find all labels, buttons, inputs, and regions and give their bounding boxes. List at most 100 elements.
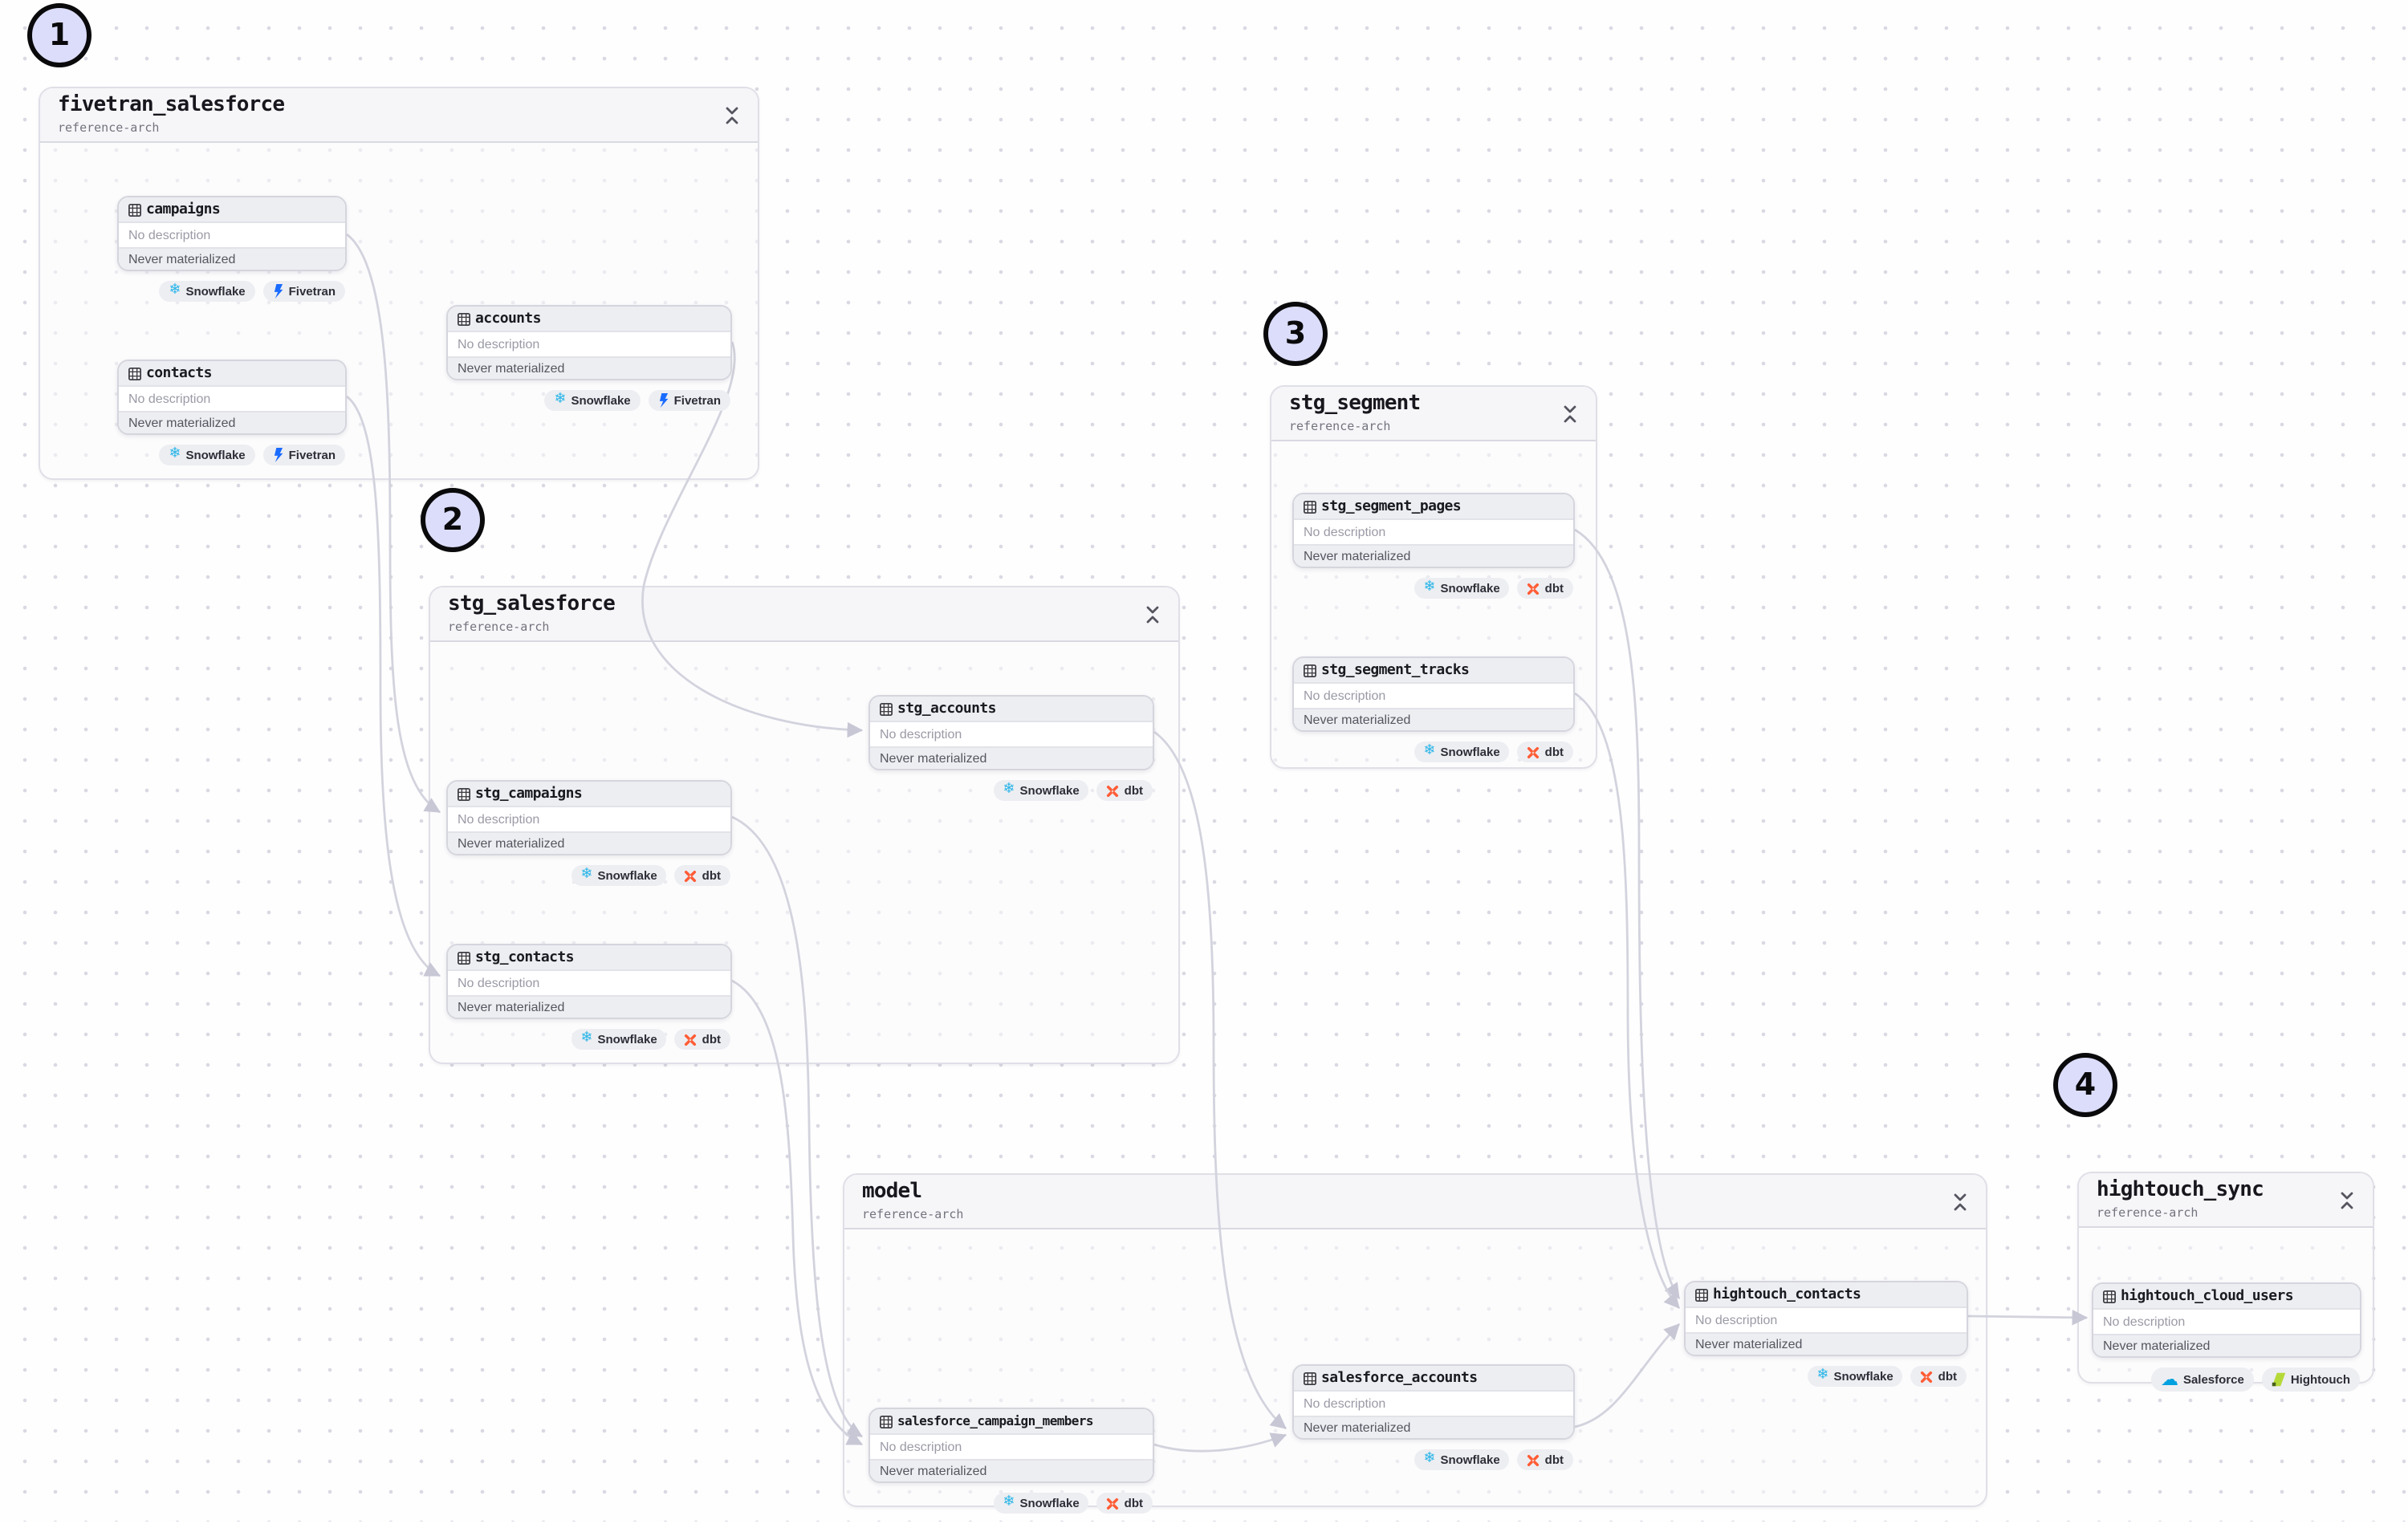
table-materialization: Never materialized: [2093, 1334, 2360, 1356]
dbt-icon: [1527, 746, 1540, 758]
table-node-stg-segment-tracks[interactable]: stg_segment_tracks No description Never …: [1292, 656, 1575, 762]
collapse-vertical-icon[interactable]: [2339, 1190, 2355, 1209]
badge-snowflake: ❄Snowflake: [1413, 742, 1510, 762]
collapse-vertical-icon[interactable]: [1952, 1192, 1968, 1211]
collapse-vertical-icon[interactable]: [724, 105, 740, 124]
table-node-accounts[interactable]: accounts No description Never materializ…: [446, 305, 732, 411]
badge-snowflake: ❄Snowflake: [1413, 1449, 1510, 1470]
table-node-salesforce-accounts[interactable]: salesforce_accounts No description Never…: [1292, 1364, 1575, 1470]
badge-salesforce: ☁ Salesforce: [2150, 1367, 2254, 1392]
table-name: stg_contacts: [475, 949, 574, 965]
group-subtitle: reference-arch: [2097, 1205, 2199, 1220]
badge-label: Salesforce: [2182, 1372, 2244, 1387]
badge-label: Snowflake: [1440, 581, 1500, 595]
table-description: No description: [1695, 1313, 1778, 1327]
group-header: stg_segment reference-arch: [1271, 387, 1596, 441]
group-title: model: [862, 1180, 922, 1205]
badge-label: Fivetran: [288, 448, 336, 462]
badge-label: Snowflake: [185, 284, 246, 299]
badge-snowflake: ❄ Snowflake: [544, 390, 641, 411]
collapse-vertical-icon[interactable]: [1562, 404, 1578, 423]
badge-snowflake: ❄Snowflake: [993, 1493, 1089, 1514]
badge-label: Hightouch: [2290, 1372, 2350, 1387]
badge-snowflake: ❄Snowflake: [571, 1029, 667, 1050]
badge-label: Snowflake: [1833, 1369, 1893, 1384]
table-description: No description: [880, 727, 962, 742]
table-node-salesforce-campaign-members[interactable]: salesforce_campaign_members No descripti…: [868, 1408, 1154, 1514]
dbt-icon: [1107, 1497, 1120, 1510]
snowflake-icon: ❄: [169, 282, 181, 299]
group-header: model reference-arch: [844, 1175, 1986, 1229]
table-description: No description: [458, 812, 540, 827]
badge-label: Snowflake: [1440, 745, 1500, 759]
table-name: stg_campaigns: [475, 786, 583, 802]
table-materialization: Never materialized: [119, 247, 345, 270]
table-description: No description: [1304, 689, 1386, 703]
annotation-circle-1: 1: [27, 3, 92, 67]
badge-label: dbt: [1938, 1369, 1957, 1384]
badge-label: dbt: [1544, 581, 1564, 595]
badge-label: dbt: [1544, 1453, 1564, 1467]
badge-snowflake: ❄Snowflake: [993, 780, 1089, 801]
table-description: No description: [458, 337, 540, 351]
table-node-campaigns[interactable]: campaigns No description Never materiali…: [117, 196, 347, 302]
group-subtitle: reference-arch: [58, 120, 160, 135]
edge-contacts-stg_contacts: [346, 395, 441, 977]
badge-snowflake: ❄Snowflake: [159, 445, 255, 465]
collapse-vertical-icon[interactable]: [1145, 604, 1161, 624]
table-icon: [458, 787, 470, 800]
badge-dbt: dbt: [1517, 1449, 1573, 1470]
table-materialization: Never materialized: [870, 746, 1153, 769]
annotation-circle-2: 2: [421, 488, 485, 552]
table-icon: [880, 702, 893, 715]
table-description: No description: [1304, 525, 1386, 539]
table-node-hightouch-cloud-users[interactable]: hightouch_cloud_users No description Nev…: [2092, 1282, 2361, 1392]
table-node-stg-segment-pages[interactable]: stg_segment_pages No description Never m…: [1292, 493, 1575, 599]
salesforce-icon: ☁: [2160, 1369, 2178, 1390]
snowflake-icon: ❄: [580, 1030, 593, 1046]
badge-label: Snowflake: [597, 868, 657, 883]
badge-fivetran: Fivetran: [262, 281, 345, 302]
table-node-contacts[interactable]: contacts No description Never materializ…: [117, 360, 347, 465]
table-name: hightouch_contacts: [1713, 1286, 1861, 1302]
table-icon: [458, 312, 470, 325]
dbt-icon: [685, 869, 698, 882]
badge-label: Snowflake: [571, 393, 631, 408]
annotation-circle-3: 3: [1263, 302, 1328, 366]
table-name: salesforce_accounts: [1321, 1370, 1478, 1386]
table-node-stg-contacts[interactable]: stg_contacts No description Never materi…: [446, 944, 732, 1050]
badge-label: Snowflake: [1019, 1496, 1080, 1510]
fivetran-icon: [273, 448, 284, 462]
badge-snowflake: ❄Snowflake: [1413, 578, 1510, 599]
table-node-stg-campaigns[interactable]: stg_campaigns No description Never mater…: [446, 780, 732, 886]
group-header: fivetran_salesforce reference-arch: [40, 88, 758, 143]
badge-hightouch: Hightouch: [2261, 1367, 2360, 1392]
dbt-icon: [1921, 1370, 1934, 1383]
group-subtitle: reference-arch: [1289, 418, 1391, 433]
dbt-icon: [1107, 784, 1120, 797]
table-materialization: Never materialized: [448, 995, 730, 1018]
badge-label: Fivetran: [673, 393, 721, 408]
table-icon: [2103, 1290, 2116, 1302]
table-name: accounts: [475, 311, 542, 327]
badge-label: Fivetran: [288, 284, 336, 299]
badge-dbt: dbt: [1096, 780, 1153, 801]
snowflake-icon: ❄: [554, 392, 567, 408]
table-description: No description: [1304, 1396, 1386, 1411]
table-description: No description: [2103, 1315, 2186, 1329]
snowflake-icon: ❄: [580, 867, 593, 883]
table-node-stg-accounts[interactable]: stg_accounts No description Never materi…: [868, 695, 1154, 801]
table-materialization: Never materialized: [1294, 544, 1573, 567]
badge-dbt: dbt: [674, 1029, 730, 1050]
badge-label: dbt: [1124, 783, 1143, 798]
group-title: stg_segment: [1289, 392, 1421, 417]
table-name: stg_segment_tracks: [1321, 662, 1470, 678]
snowflake-icon: ❄: [169, 446, 181, 462]
table-materialization: Never materialized: [448, 356, 730, 379]
group-title: fivetran_salesforce: [58, 93, 285, 118]
table-icon: [128, 367, 141, 380]
table-name: hightouch_cloud_users: [2121, 1288, 2294, 1304]
table-node-hightouch-contacts[interactable]: hightouch_contacts No description Never …: [1684, 1281, 1968, 1387]
table-description: No description: [128, 392, 211, 406]
